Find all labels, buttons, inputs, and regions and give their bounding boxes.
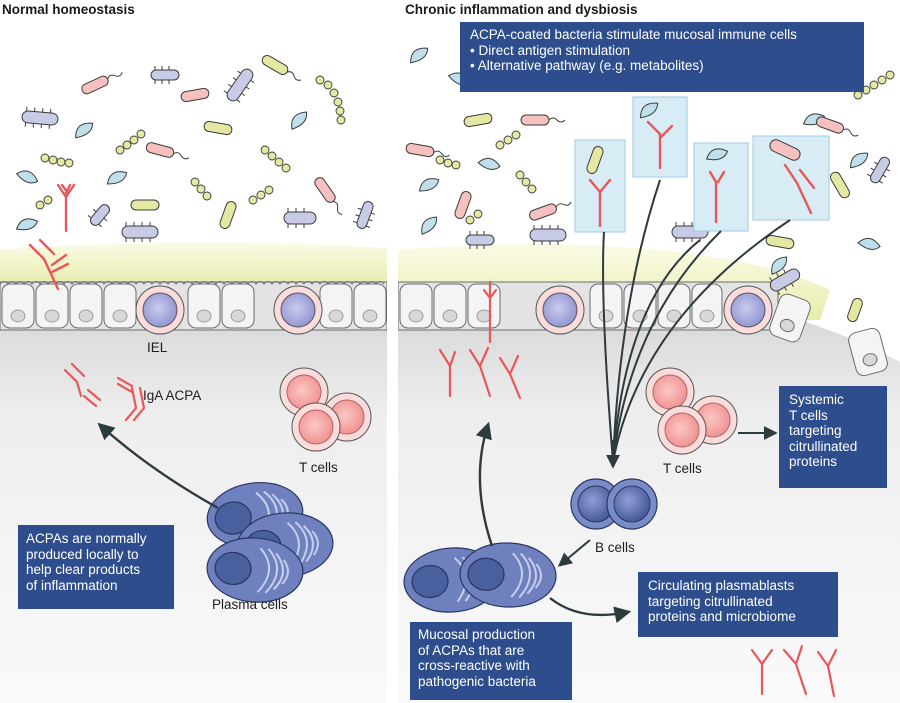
callout-line: • Alternative pathway (e.g. metabolites) — [470, 58, 704, 73]
t-cell-cluster — [645, 367, 738, 455]
callout-line: of inflammation — [26, 577, 118, 593]
systemic-t-cells-box: Systemic T cells targeting citrullinated… — [779, 386, 887, 488]
callout-line: ACPA-coated bacteria stimulate mucosal i… — [470, 27, 797, 42]
antibody-lamina — [438, 280, 522, 400]
left-mucus-layer — [0, 242, 387, 285]
t-cell-cluster — [279, 367, 372, 452]
b-cell-pair — [570, 478, 658, 530]
chain-bacteria — [35, 75, 346, 210]
plasma-cell-cluster — [403, 542, 557, 613]
callout-line: proteins — [789, 454, 838, 469]
left-panel-title: Normal homeostasis — [2, 2, 135, 17]
callout-line: of ACPAs that are — [418, 642, 525, 658]
arrow-bcell-to-plasma — [557, 539, 591, 567]
plasma-cell-cluster — [206, 482, 334, 603]
callout-line: Mucosal production — [418, 627, 536, 642]
acpa-coated-bacteria-group — [574, 96, 830, 233]
panel-divider — [387, 0, 398, 703]
left-lamina-propria — [0, 320, 387, 703]
iel-cell — [535, 285, 585, 335]
antibody-mucus — [28, 238, 70, 291]
callout-line: T cells — [789, 407, 828, 423]
callout-line: pathogenic bacteria — [418, 673, 536, 689]
callout-line: • Direct antigen stimulation — [470, 42, 631, 58]
arrow-plasma-to-circulation — [549, 597, 632, 623]
b-cells-label: B cells — [595, 540, 635, 555]
bacteria-cluster — [405, 47, 891, 323]
callout-line: proteins and microbiome — [648, 609, 796, 624]
iel-cell — [135, 285, 185, 335]
callout-line: ACPAs are normally — [26, 531, 147, 546]
homeostasis-callout: ACPAs are normally produced locally to h… — [18, 525, 174, 609]
arrow-plasma-to-lumen — [475, 421, 494, 547]
iga-acpa-label: IgA ACPA — [143, 388, 202, 403]
iga-acpa-antibodies — [63, 362, 146, 422]
callout-line: produced locally to — [26, 546, 139, 562]
iel-cell — [723, 285, 773, 335]
right-panel-title: Chronic inflammation and dysbiosis — [405, 2, 638, 17]
left-panel — [0, 0, 388, 703]
callout-line: Systemic — [789, 392, 844, 407]
chain-bacteria — [435, 70, 895, 225]
circulating-antibodies — [750, 644, 838, 698]
right-t-cells-label: T cells — [663, 461, 702, 476]
plasma-cells-label: Plasma cells — [212, 597, 288, 612]
callout-line: help clear products — [26, 562, 141, 577]
iel-cell — [273, 285, 323, 335]
callout-line: citrullinated — [789, 438, 858, 454]
antibody-lumen — [56, 183, 76, 233]
circulating-plasmablasts-box: Circulating plasmablasts targeting citru… — [638, 572, 838, 637]
callout-line: cross-reactive with — [418, 658, 530, 673]
callout-line: targeting citrullinated — [648, 593, 773, 609]
iel-label: IEL — [147, 340, 168, 355]
left-t-cells-label: T cells — [299, 460, 338, 475]
right-epithelium — [397, 281, 888, 377]
stimulation-fibers — [602, 179, 791, 463]
mucosal-production-box: Mucosal production of ACPAs that are cro… — [410, 622, 572, 700]
callout-line: targeting — [789, 423, 842, 438]
secretion-arrow — [97, 422, 219, 510]
bacteria-cluster — [15, 55, 375, 242]
callout-line: Circulating plasmablasts — [648, 578, 795, 593]
acpa-bacteria-callout: ACPA-coated bacteria stimulate mucosal i… — [460, 22, 864, 92]
